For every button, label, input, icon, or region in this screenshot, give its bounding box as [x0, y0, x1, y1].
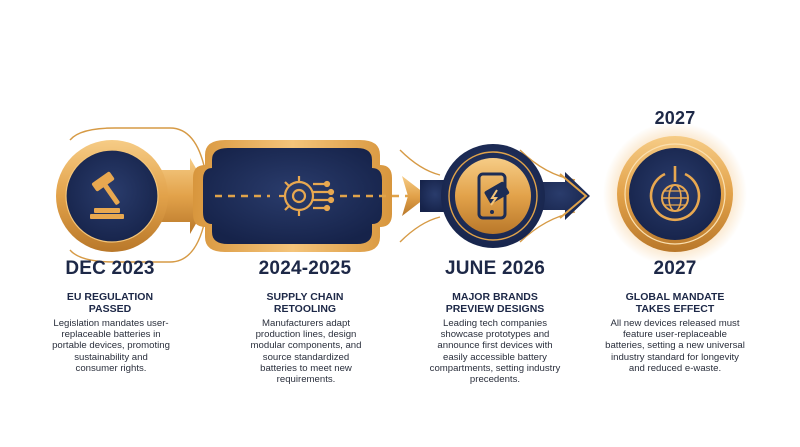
milestone-1-date: DEC 2023	[65, 258, 155, 279]
milestone-4-title: GLOBAL MANDATE TAKES EFFECT	[625, 291, 725, 315]
milestone-4-date: 2027	[653, 258, 697, 279]
milestone-1-description: Legislation mandates user-replaceable ba…	[52, 318, 170, 374]
power-globe-icon	[649, 166, 701, 222]
station-4-circle	[603, 122, 747, 266]
connector-3	[530, 172, 590, 220]
milestone-2-title: SUPPLY CHAIN RETOOLING	[266, 291, 344, 315]
milestone-2-description: Manufacturers adapt production lines, de…	[250, 318, 362, 386]
gear-circuit-icon	[279, 176, 335, 216]
milestone-1-title: EU REGULATION PASSED	[66, 291, 154, 315]
gavel-icon	[90, 171, 124, 219]
milestone-3-date: JUNE 2026	[444, 258, 546, 279]
milestone-2-date: 2024-2025	[258, 258, 352, 279]
milestone-4-description: All new devices released must feature us…	[605, 318, 745, 374]
phone-battery-icon	[477, 172, 510, 220]
milestone-3-description: Leading tech companies showcase prototyp…	[429, 318, 561, 386]
top-year-label: 2027	[654, 108, 696, 128]
dashed-arrow	[215, 176, 428, 216]
milestone-3-title: MAJOR BRANDS PREVIEW DESIGNS	[445, 291, 545, 315]
connector-outlines	[69, 127, 576, 263]
